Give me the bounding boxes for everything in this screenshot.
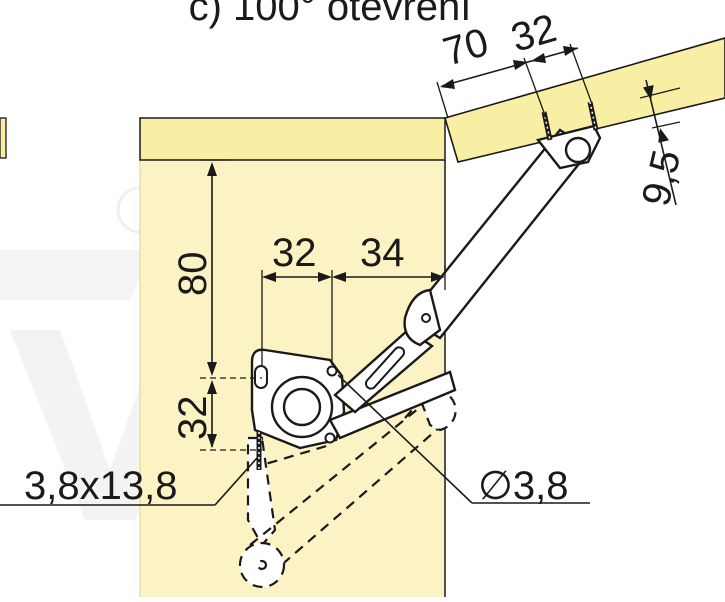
spring-hub xyxy=(282,387,322,427)
door-screw-right xyxy=(587,101,599,131)
label-hole: ∅3,8 xyxy=(478,464,568,508)
mechanism-closed-outline xyxy=(238,389,457,589)
dim-80 xyxy=(200,159,262,379)
lower-arm xyxy=(328,370,457,440)
dim-70-32-door xyxy=(436,43,593,119)
leader-hole xyxy=(337,374,590,504)
link-slot xyxy=(364,346,406,390)
plate-slot-hole xyxy=(254,365,268,389)
label-80: 80 xyxy=(171,252,215,297)
plate-hole-top xyxy=(326,365,338,377)
label-34: 34 xyxy=(360,231,405,275)
label-32-horizontal: 32 xyxy=(272,231,317,275)
leader-screw xyxy=(0,457,258,506)
dim-32-vertical xyxy=(200,380,262,451)
elbow-pivot xyxy=(421,313,431,323)
left-board-fragment xyxy=(0,117,7,159)
cabinet-top-board xyxy=(139,117,446,161)
caption-text: c) 100° otevření xyxy=(189,0,472,29)
dim-32-horizontal xyxy=(261,270,333,365)
dim-34 xyxy=(332,265,446,290)
label-32-top: 32 xyxy=(506,6,561,61)
label-screw: 3,8x13,8 xyxy=(24,464,177,508)
dim-9-5 xyxy=(639,79,681,206)
label-32-vertical: 32 xyxy=(171,396,215,441)
plate-hole-bottom xyxy=(324,432,336,444)
label-9-5: 9,5 xyxy=(634,146,689,210)
door-flap xyxy=(444,37,725,163)
bracket-pivot xyxy=(564,136,592,164)
